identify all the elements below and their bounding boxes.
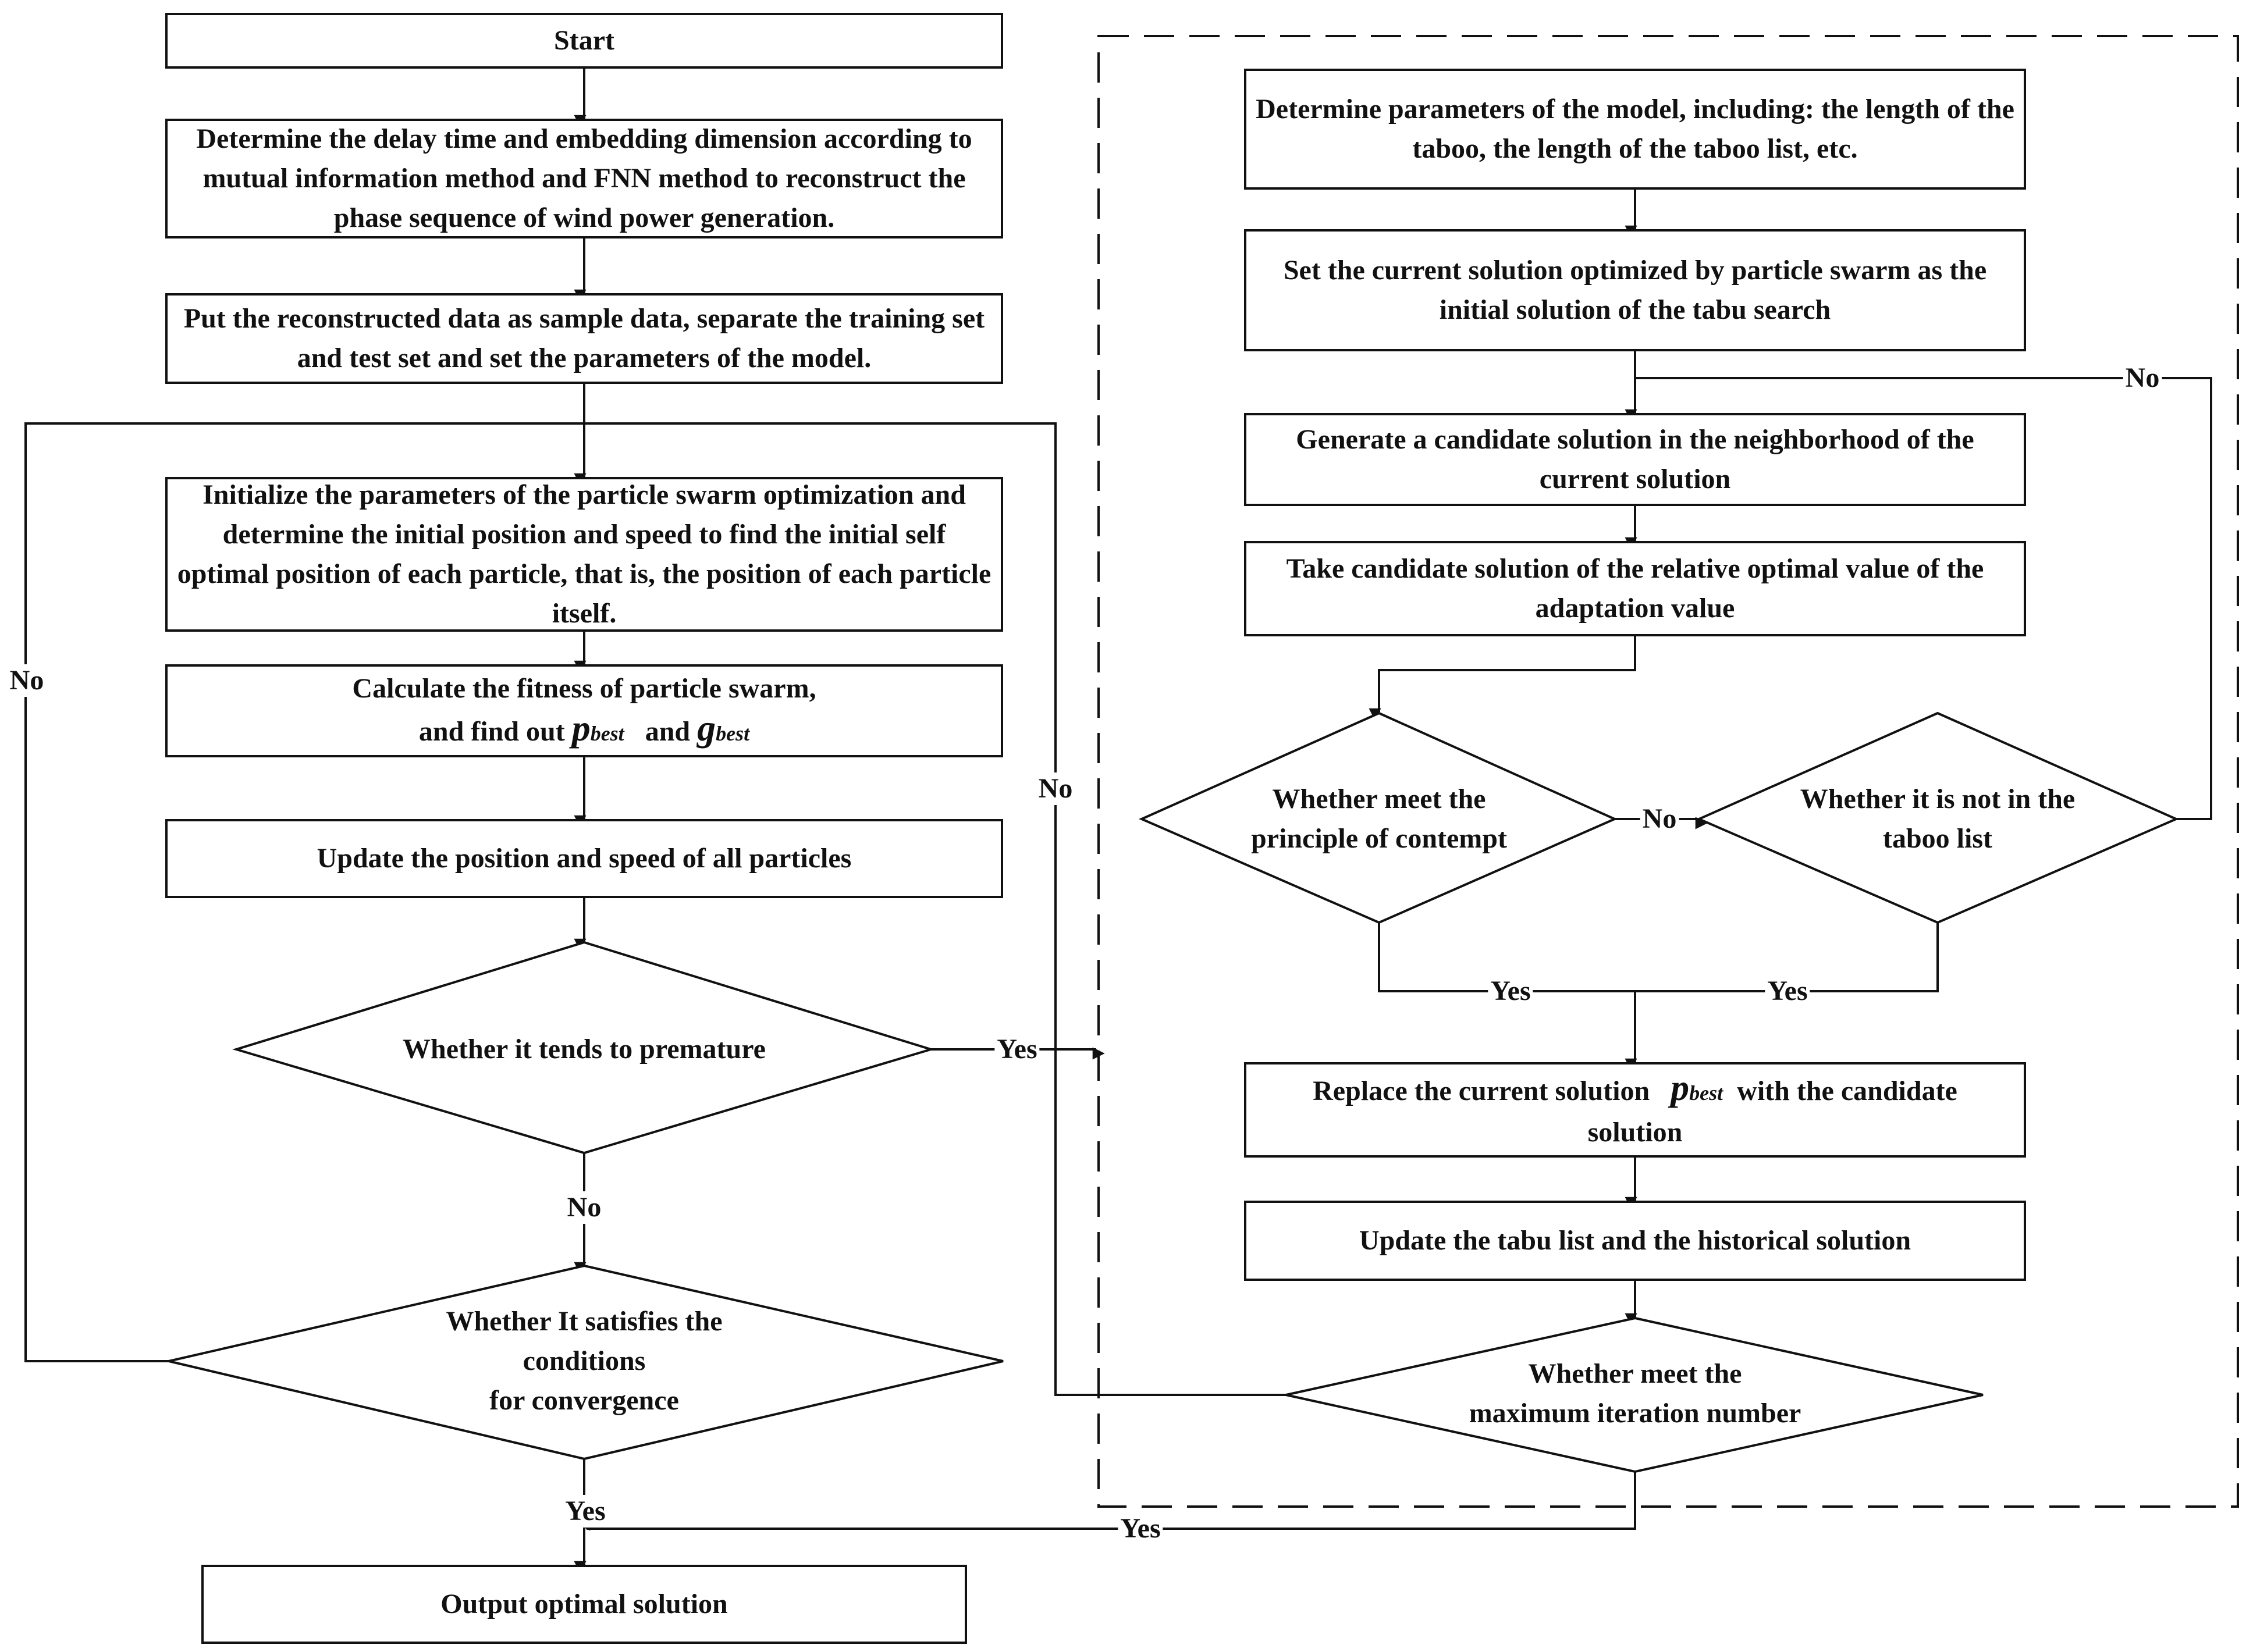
reconstruct-phase-box: Determine the delay time and embedding d… [165, 119, 1003, 238]
replace-p-best-subscript: best [1689, 1081, 1723, 1105]
taboo-decision-text: Whether it is not in the taboo list [1775, 767, 2101, 871]
premature-decision-diamond [232, 941, 935, 1155]
initial-solution-text: Set the current solution optimized by pa… [1283, 255, 1987, 325]
replace-line1: Replace the current solution pbest with … [1313, 1066, 1957, 1113]
taboo-line1: Whether it is not in the [1800, 784, 2076, 814]
premature-no-label: No [564, 1191, 604, 1224]
optimal-candidate-box: Take candidate solution of the relative … [1244, 541, 2026, 636]
g-best-subscript: best [716, 721, 750, 745]
sample-data-text: Put the reconstructed data as sample dat… [183, 303, 985, 373]
premature-yes-label: Yes [994, 1033, 1040, 1066]
taboo-parameters-box: Determine parameters of the model, inclu… [1244, 69, 2026, 190]
iteration-line2: maximum iteration number [1469, 1398, 1801, 1429]
p-best-subscript: best [590, 721, 624, 745]
contempt-decision-text: Whether meet the principle of contempt [1222, 767, 1536, 871]
fitness-line2: and find out pbest and gbest [419, 708, 749, 753]
candidate-solution-text: Generate a candidate solution in the nei… [1296, 424, 1974, 494]
convergence-line1: Whether It satisfies the [446, 1306, 723, 1337]
update-tabu-list-box: Update the tabu list and the historical … [1244, 1201, 2026, 1281]
optimal-candidate-text: Take candidate solution of the relative … [1286, 553, 1984, 624]
convergence-yes-label: Yes [563, 1495, 608, 1528]
initialize-pso-box: Initialize the parameters of the particl… [165, 477, 1003, 632]
contempt-line1: Whether meet the [1272, 784, 1486, 814]
replace-p-best-symbol: p [1671, 1066, 1690, 1108]
sample-data-box: Put the reconstructed data as sample dat… [165, 293, 1003, 384]
contempt-line2: principle of contempt [1251, 823, 1507, 854]
premature-decision-text: Whether it tends to premature [353, 991, 816, 1108]
tabu-search-region [1097, 35, 2239, 1508]
iteration-no-label: No [1036, 772, 1075, 805]
contempt-decision-diamond [1139, 711, 1618, 924]
candidate-solution-box: Generate a candidate solution in the nei… [1244, 413, 2026, 506]
fitness-line1: Calculate the fitness of particle swarm, [352, 672, 816, 704]
convergence-decision-text: Whether It satisfies the conditions for … [353, 1297, 816, 1425]
taboo-parameters-text: Determine parameters of the model, inclu… [1256, 94, 2014, 164]
replace-suffix: with the candidate [1737, 1075, 1957, 1106]
iteration-line1: Whether meet the [1528, 1358, 1742, 1389]
start-label: Start [554, 25, 614, 56]
output-box: Output optimal solution [201, 1565, 967, 1644]
fitness-and: and [645, 715, 691, 747]
g-best-symbol: g [697, 707, 716, 749]
output-text: Output optimal solution [440, 1589, 728, 1619]
p-best-symbol: p [571, 707, 591, 749]
initialize-pso-text: Initialize the parameters of the particl… [177, 479, 991, 629]
taboo-line2: taboo list [1882, 823, 1992, 854]
update-tabu-list-text: Update the tabu list and the historical … [1359, 1225, 1911, 1256]
iteration-decision-text: Whether meet the maximum iteration numbe… [1426, 1347, 1845, 1440]
iteration-yes-label: Yes [1118, 1512, 1163, 1545]
contempt-yes-label: Yes [1488, 975, 1533, 1007]
replace-prefix: Replace the current solution [1313, 1075, 1650, 1106]
taboo-no-label: No [2123, 362, 2162, 394]
convergence-no-label: No [7, 664, 47, 697]
convergence-line3: for convergence [489, 1385, 679, 1416]
convergence-line2: conditions [523, 1345, 646, 1376]
update-particles-box: Update the position and speed of all par… [165, 819, 1003, 898]
premature-label: Whether it tends to premature [403, 1034, 766, 1064]
contempt-no-label: No [1640, 803, 1679, 835]
iteration-decision-diamond [1285, 1316, 1984, 1473]
taboo-decision-diamond [1696, 711, 2179, 924]
reconstruct-phase-text: Determine the delay time and embedding d… [196, 123, 972, 233]
fitness-box: Calculate the fitness of particle swarm,… [165, 664, 1003, 757]
replace-solution-box: Replace the current solution pbest with … [1244, 1062, 2026, 1158]
taboo-yes-label: Yes [1765, 975, 1810, 1007]
fitness-find-out: and find out [418, 715, 565, 747]
update-particles-text: Update the position and speed of all par… [317, 843, 852, 874]
replace-line2: solution [1587, 1116, 1683, 1148]
initial-solution-box: Set the current solution optimized by pa… [1244, 229, 2026, 351]
start-box: Start [165, 13, 1003, 69]
convergence-decision-diamond [168, 1264, 1004, 1461]
